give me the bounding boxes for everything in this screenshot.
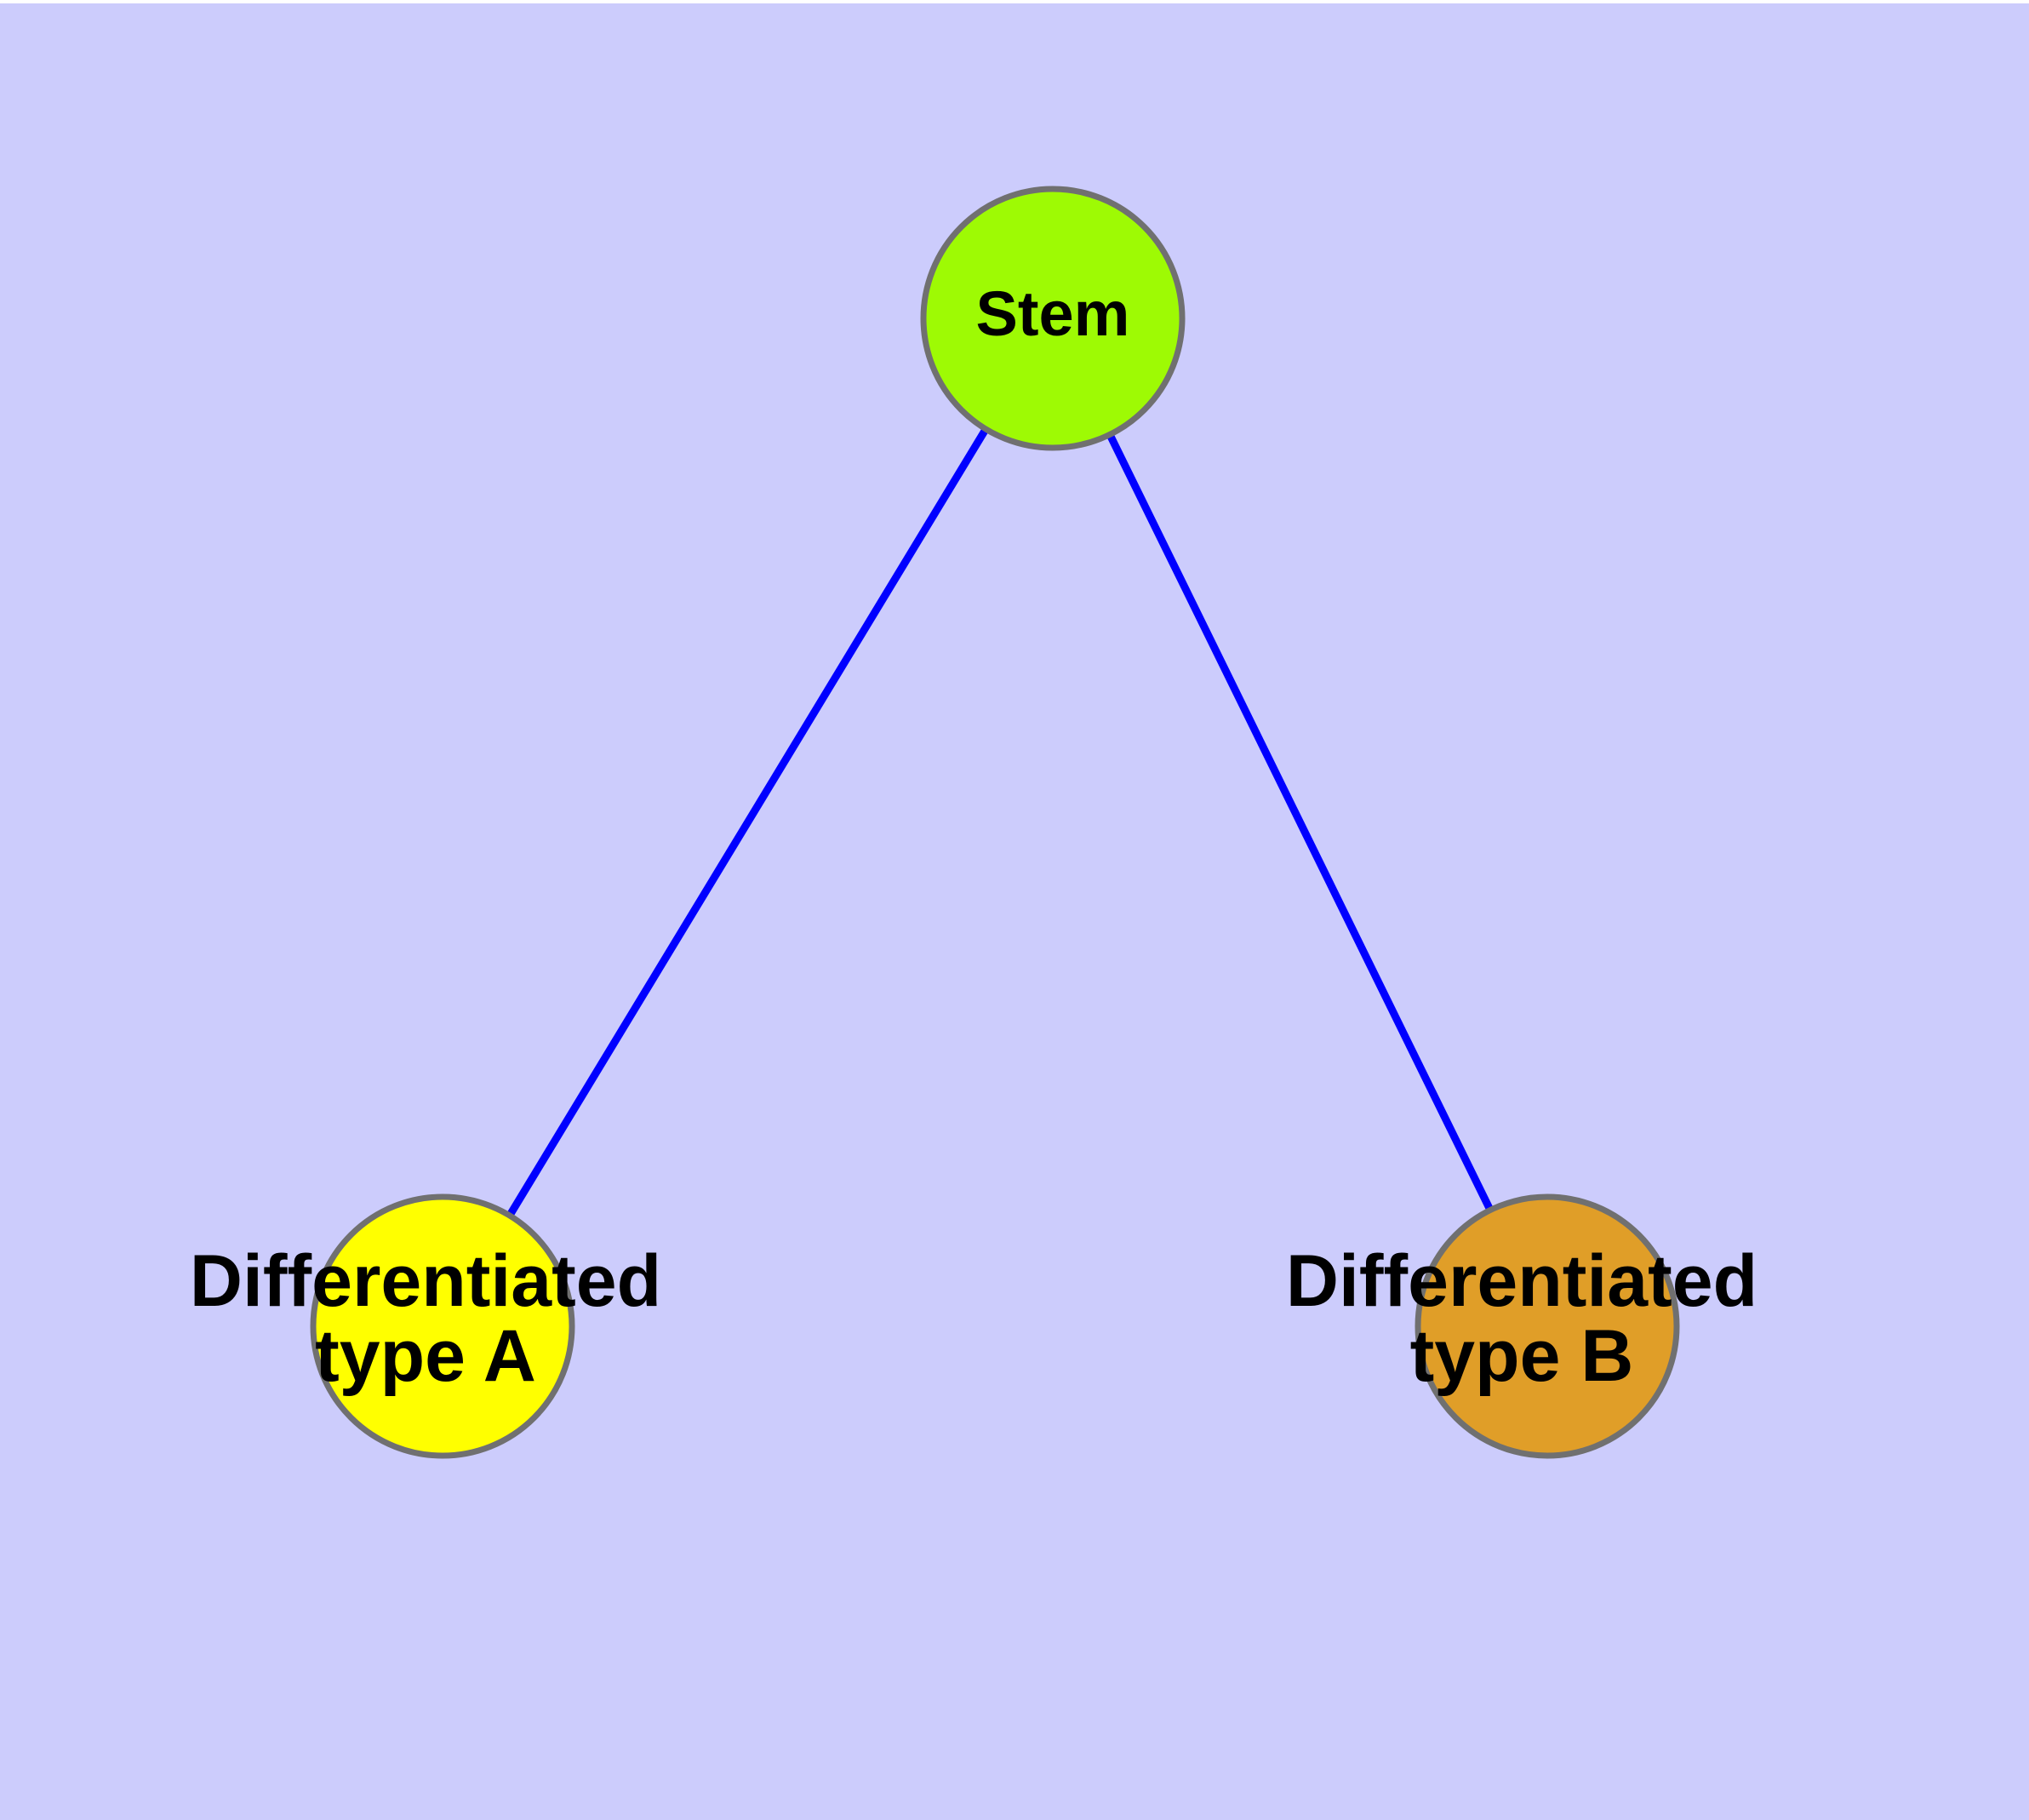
node-diff-b-circle[interactable] [1415, 1193, 1680, 1459]
node-stem-circle[interactable] [920, 186, 1186, 451]
node-diff-a-circle[interactable] [310, 1193, 575, 1459]
edges-layer [439, 316, 1552, 1329]
edge-stem-to-diff-a [439, 316, 1056, 1329]
nodes-layer [310, 186, 1680, 1459]
edge-stem-to-diff-b [1049, 317, 1552, 1328]
